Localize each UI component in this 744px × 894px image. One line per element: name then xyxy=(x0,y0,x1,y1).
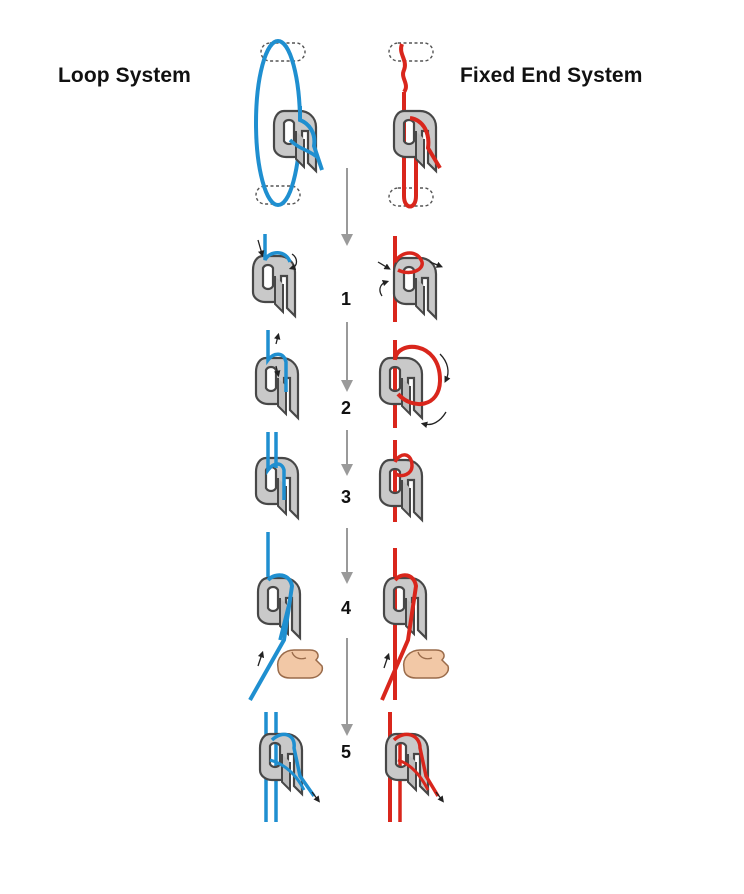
tensioner-hook-icon xyxy=(392,256,438,320)
loop-step-3 xyxy=(254,432,300,520)
anchor-ghost-icon xyxy=(255,185,301,205)
tensioner-hook-icon xyxy=(382,576,428,640)
tensioner-hook-icon xyxy=(251,254,297,318)
fixed-end-system-title: Fixed End System xyxy=(460,64,643,87)
loop-step-5 xyxy=(258,712,320,822)
hand-icon xyxy=(402,649,450,679)
fixed-step-5 xyxy=(384,712,444,822)
fixed-top-illustration xyxy=(388,42,442,209)
anchor-ghost-icon xyxy=(388,187,434,207)
tensioner-hook-icon xyxy=(272,109,318,173)
loop-system-title: Loop System xyxy=(58,64,191,87)
fixed-step-3 xyxy=(378,440,424,522)
tensioner-hook-icon xyxy=(378,356,424,420)
loop-step-4 xyxy=(248,532,324,701)
anchor-ghost-icon xyxy=(388,42,434,62)
loop-step-2 xyxy=(254,330,300,420)
step-number: 3 xyxy=(341,487,351,507)
loop-step-1 xyxy=(251,234,298,318)
step-number: 2 xyxy=(341,398,351,418)
loop-top-illustration xyxy=(254,39,324,207)
step-number: 5 xyxy=(341,742,351,762)
step-number: 4 xyxy=(341,598,351,618)
fixed-step-2 xyxy=(378,340,451,428)
fixed-step-1 xyxy=(377,236,444,322)
fixed-step-4 xyxy=(380,548,450,701)
tensioner-hook-icon xyxy=(378,458,424,522)
hand-icon xyxy=(276,649,324,679)
tensioner-hook-icon xyxy=(254,356,300,420)
step-number: 1 xyxy=(341,289,351,309)
